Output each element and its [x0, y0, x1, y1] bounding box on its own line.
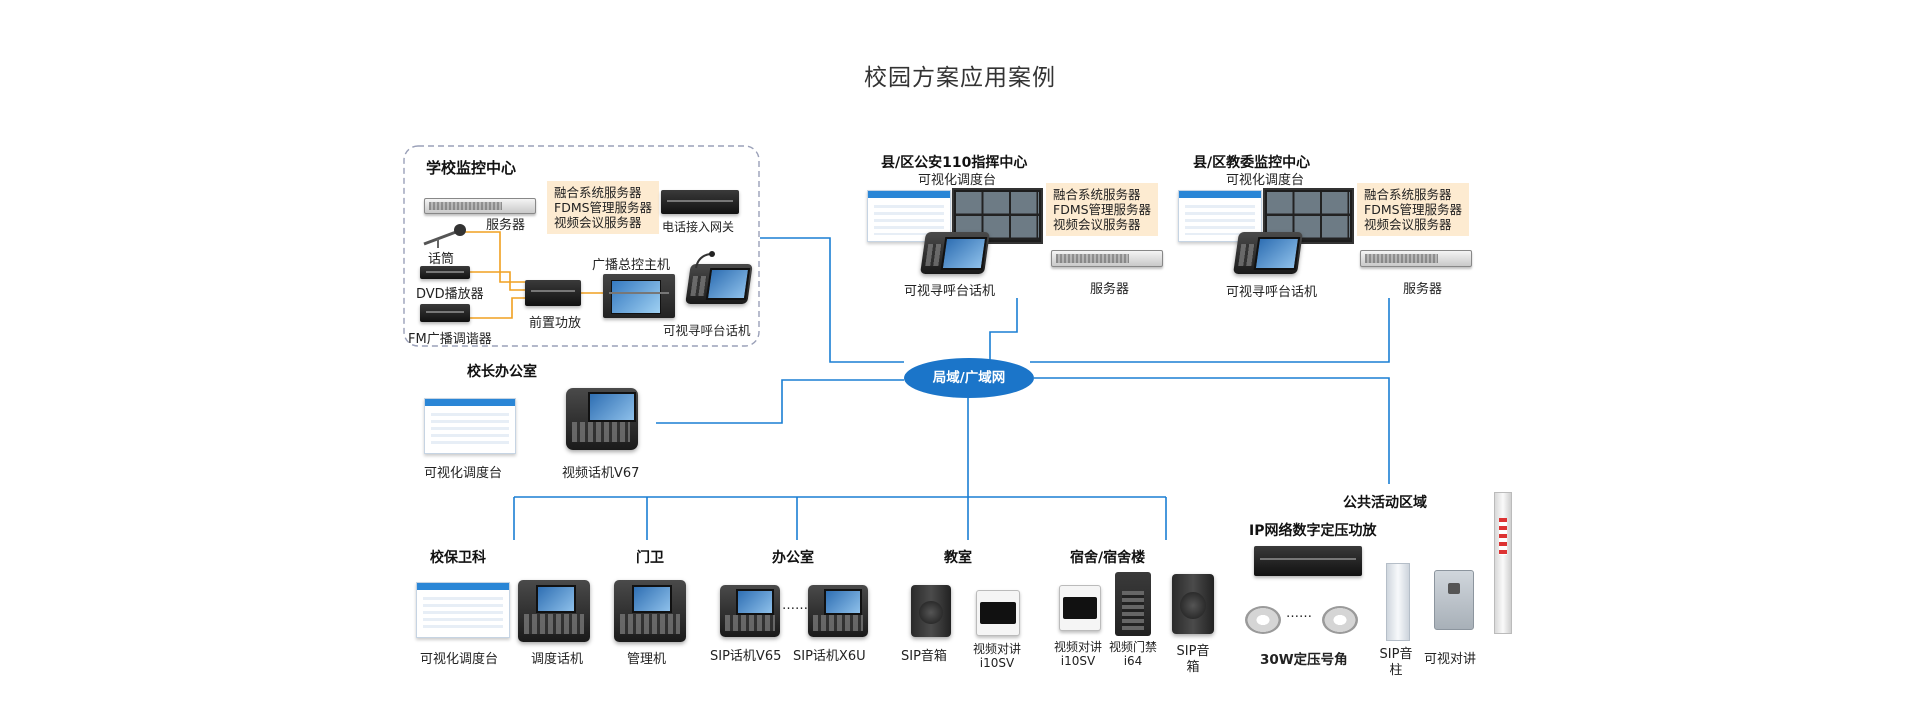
gate-phone-label: 管理机: [627, 652, 667, 667]
service-item: FDMS管理服务器: [554, 200, 653, 215]
dorm-door-label: 视频门禁i64: [1108, 640, 1157, 668]
gooseneck-mic-icon: [695, 251, 715, 269]
sip-phone-v65-label: SIP话机V65: [710, 649, 782, 664]
gate-heading: 门卫: [636, 550, 664, 566]
horn-label: 30W定压号角: [1260, 652, 1348, 668]
service-item: 视频会议服务器: [554, 215, 642, 230]
dorm-intercom-icon: [1059, 585, 1101, 631]
column-label: SIP音柱: [1379, 647, 1413, 678]
page-title: 校园方案应用案例: [864, 65, 1056, 91]
ip-amplifier-icon: [1254, 546, 1362, 576]
police-server-label: 服务器: [1090, 282, 1130, 297]
paging-phone-label: 可视寻呼台话机: [663, 323, 751, 338]
edu-paging-phone-icon: [1233, 232, 1303, 274]
gateway-label: 电话接入网关: [662, 220, 735, 234]
principal-office-heading: 校长办公室: [467, 364, 537, 380]
service-item: 融合系统服务器: [1053, 187, 1141, 202]
sip-column-speaker-icon: [1386, 563, 1410, 641]
school-center-heading: 学校监控中心: [426, 159, 517, 177]
sip-phone-v65-icon: [720, 585, 780, 637]
broadcast-host-icon: [603, 274, 675, 318]
dorm-intercom-label: 视频对讲i10SV: [1053, 640, 1102, 668]
edu-center-heading: 县/区教委监控中心: [1193, 155, 1311, 171]
police-services-box: 融合系统服务器 FDMS管理服务器 视频会议服务器: [1046, 183, 1159, 236]
police-phone-label: 可视寻呼台话机: [904, 284, 996, 299]
police-console-label: 可视化调度台: [918, 173, 997, 188]
video-door-i64-icon: [1115, 572, 1151, 636]
horn-speaker-icon: [1322, 606, 1358, 634]
classroom-heading: 教室: [944, 550, 972, 566]
service-item: 融合系统服务器: [1364, 187, 1452, 202]
classroom-intercom-label: 视频对讲i10SV: [972, 642, 1021, 670]
public-intercom-label: 可视对讲: [1424, 652, 1477, 667]
public-dots: ……: [1286, 606, 1312, 621]
dvd-label: DVD播放器: [416, 287, 484, 302]
paging-phone-icon: [685, 264, 753, 304]
sip-phone-x6u-icon: [808, 585, 868, 637]
audio-links: [458, 231, 603, 319]
service-item: FDMS管理服务器: [1053, 202, 1152, 217]
security-console-screen: [416, 582, 510, 638]
visual-intercom-icon: [1434, 570, 1474, 630]
police-server-icon: [1051, 250, 1163, 267]
service-item: 视频会议服务器: [1364, 217, 1452, 232]
gate-phone-icon: [614, 580, 686, 642]
sip-phone-x6u-label: SIP话机X6U: [793, 649, 866, 664]
office-heading: 办公室: [772, 550, 814, 566]
microphone-icon: [423, 224, 466, 248]
fm-label: FM广播调谐器: [408, 332, 492, 347]
edu-phone-label: 可视寻呼台话机: [1226, 285, 1318, 300]
sip-speaker-icon: [911, 585, 951, 637]
microphone-label: 话筒: [428, 252, 455, 267]
gateway-icon: [661, 190, 739, 214]
public-area-heading: 公共活动区域: [1343, 495, 1427, 511]
school-services-box: 融合系统服务器 FDMS管理服务器 视频会议服务器: [547, 181, 660, 234]
emergency-pole-icon: [1494, 492, 1512, 634]
dispatch-phone-label: 调度话机: [531, 652, 584, 667]
dvd-icon: [420, 266, 470, 279]
network-links: [513, 237, 1390, 540]
video-phone-v67-label: 视频话机V67: [562, 466, 640, 481]
principal-console-screen: [424, 398, 516, 454]
horn-speaker-icon: [1245, 606, 1281, 634]
preamp-label: 前置功放: [529, 316, 582, 331]
preamp-icon: [525, 280, 581, 306]
service-item: FDMS管理服务器: [1364, 202, 1463, 217]
school-server-label: 服务器: [486, 218, 526, 233]
dorm-speaker-icon: [1172, 574, 1214, 634]
edu-server-label: 服务器: [1403, 282, 1443, 297]
office-dots: ……: [782, 598, 808, 613]
security-console-label: 可视化调度台: [420, 652, 499, 667]
network-node: 局域/广域网: [904, 358, 1034, 398]
principal-console-label: 可视化调度台: [424, 466, 503, 481]
police-console-screen: [867, 190, 951, 242]
fm-tuner-icon: [420, 304, 470, 322]
video-intercom-i10sv-icon: [976, 590, 1020, 636]
dorm-heading: 宿舍/宿舍楼: [1070, 550, 1146, 566]
service-item: 融合系统服务器: [554, 185, 642, 200]
edu-console-label: 可视化调度台: [1226, 173, 1305, 188]
police-center-heading: 县/区公安110指挥中心: [881, 155, 1028, 171]
server-icon: [424, 198, 536, 214]
security-heading: 校保卫科: [430, 550, 486, 566]
police-paging-phone-icon: [920, 232, 990, 274]
ip-amp-heading: IP网络数字定压功放: [1249, 523, 1377, 539]
broadcast-host-label: 广播总控主机: [592, 258, 671, 273]
service-item: 视频会议服务器: [1053, 217, 1141, 232]
dorm-speaker-label: SIP音箱: [1176, 644, 1210, 675]
dispatch-phone-icon: [518, 580, 590, 642]
edu-server-icon: [1360, 250, 1472, 267]
video-phone-v67-icon: [566, 388, 638, 450]
classroom-speaker-label: SIP音箱: [901, 649, 947, 664]
school-center-frame: [403, 145, 760, 347]
edu-services-box: 融合系统服务器 FDMS管理服务器 视频会议服务器: [1357, 183, 1470, 236]
